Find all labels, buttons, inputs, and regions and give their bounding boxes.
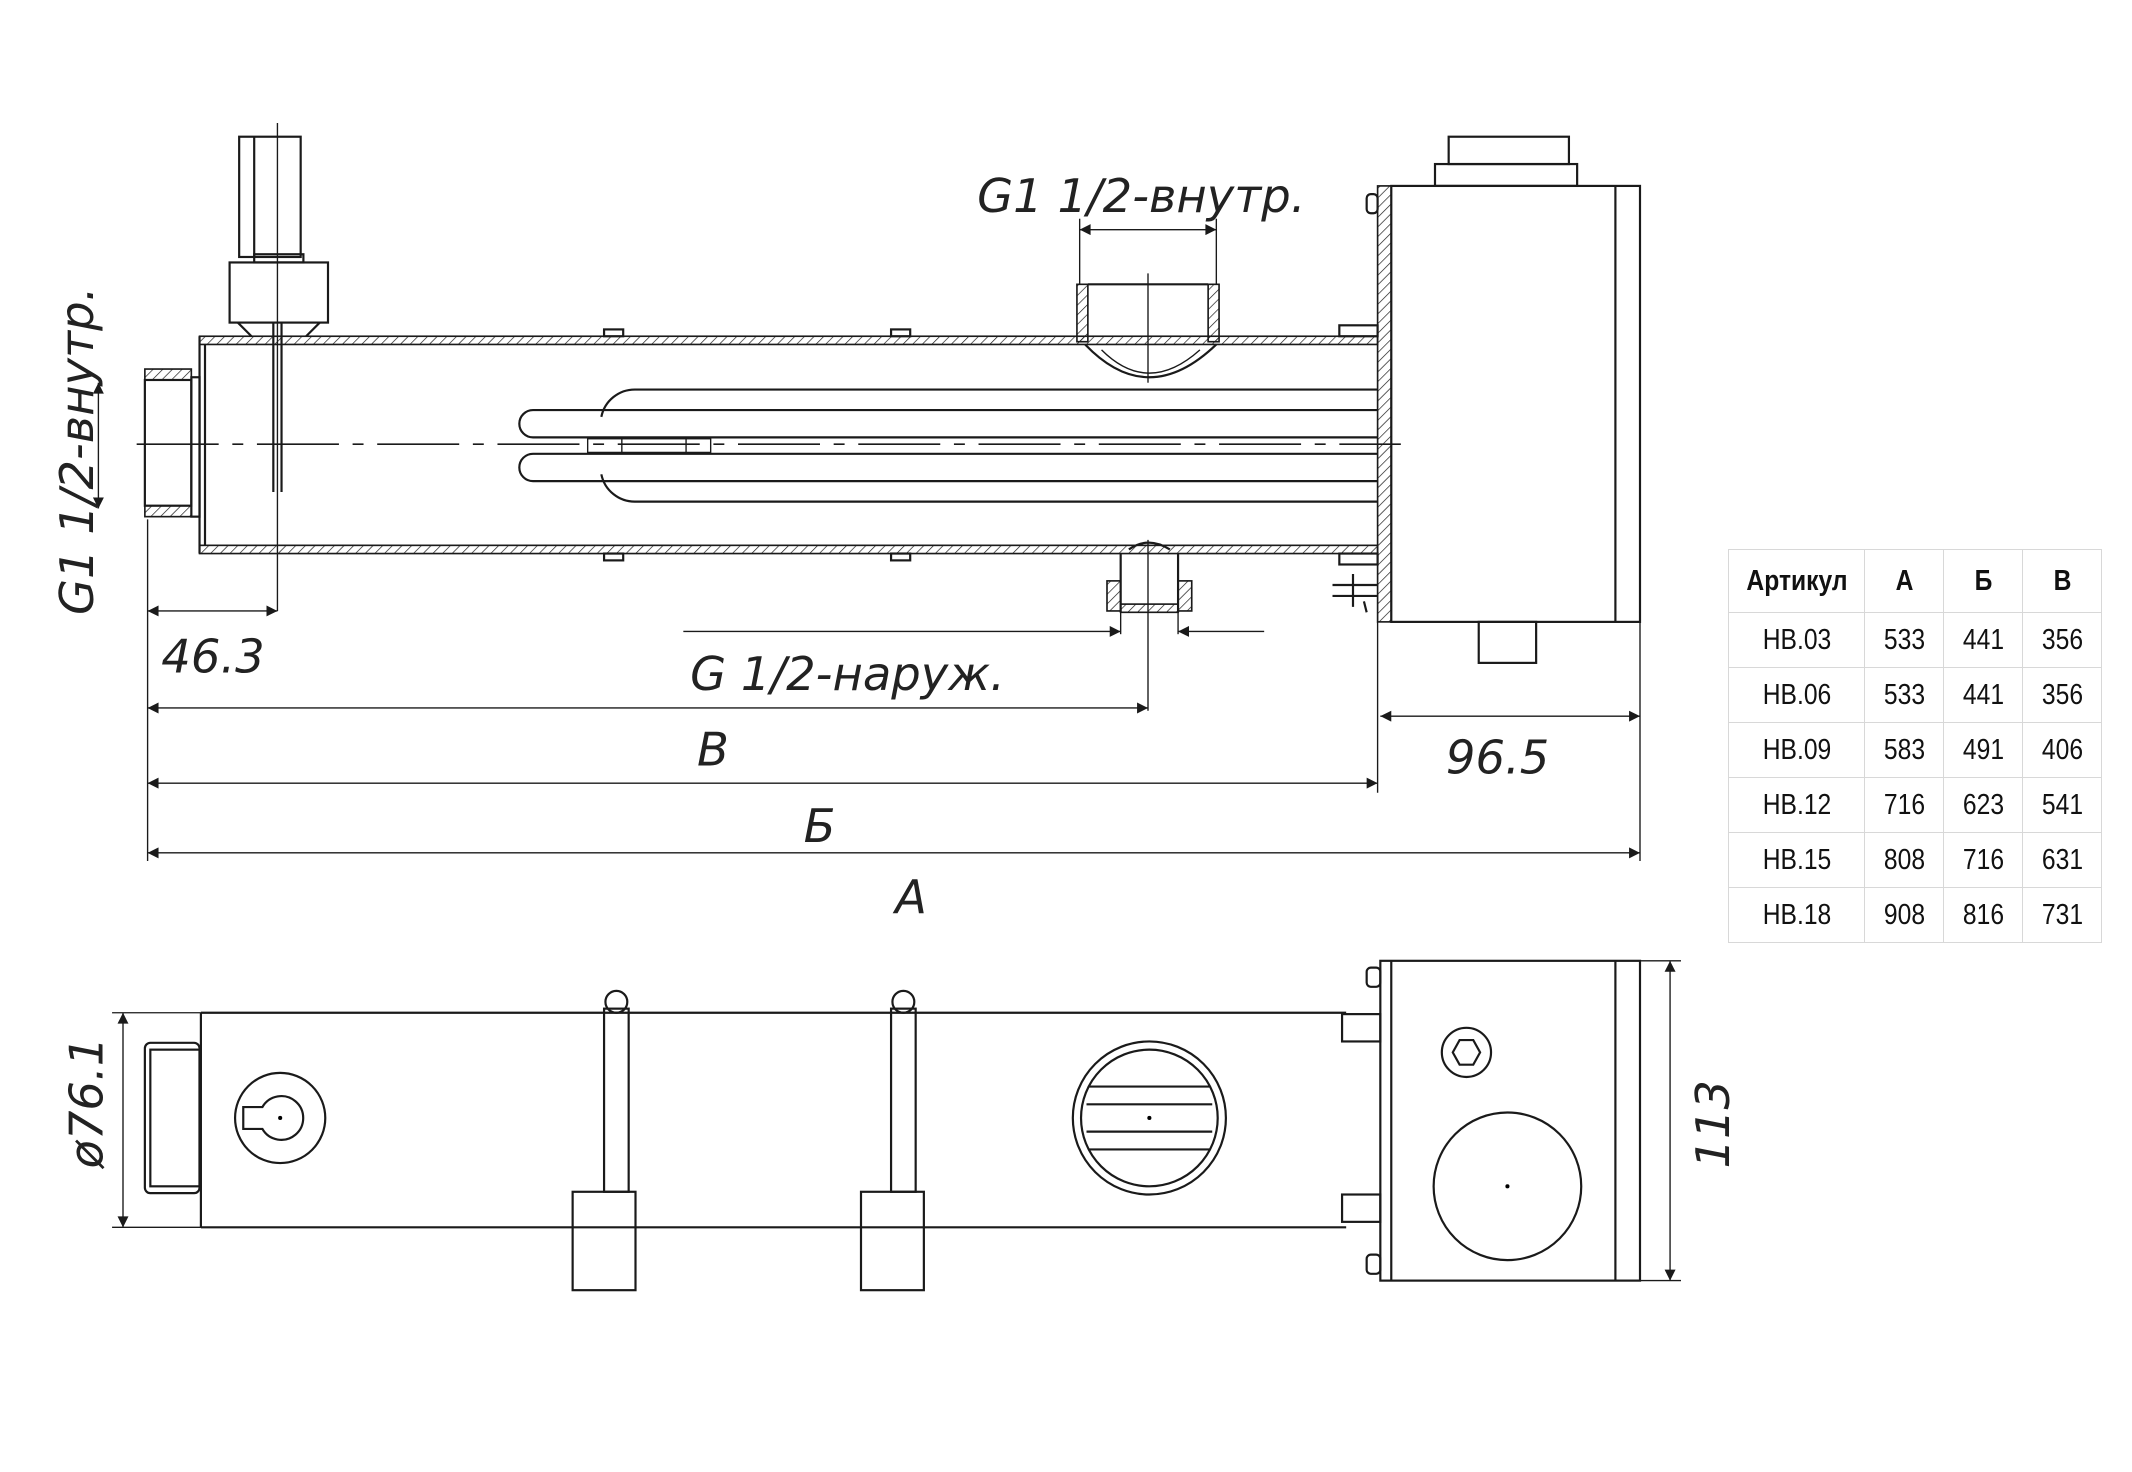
label-thread-top: G1 1/2-внутр. [977, 169, 1305, 223]
cell: 356 [2028, 612, 2096, 668]
cell: 716 [1949, 832, 2017, 888]
cell: 623 [1949, 777, 2017, 833]
cell: 908 [1870, 887, 1938, 943]
cell: 808 [1870, 832, 1938, 888]
label-diameter: ø76.1 [59, 1037, 113, 1170]
dimensions: G1 1/2-внутр. G1 1/2-внутр. 46.3 G 1/2-н… [50, 169, 1641, 924]
cell: 583 [1870, 722, 1938, 778]
label-dim-v: В [697, 722, 729, 776]
header-v: В [2028, 549, 2096, 613]
heating-element [518, 388, 1378, 503]
table-header-row: Артикул А Б В [1729, 549, 2102, 613]
label-thread-left: G1 1/2-внутр. [50, 287, 104, 615]
drain-fitting-bottom [1106, 539, 1193, 711]
label-dim-96-5: 96.5 [1446, 731, 1549, 785]
cell: 406 [2028, 722, 2096, 778]
cell: 533 [1870, 667, 1938, 723]
cell: HB.15 [1738, 832, 1855, 888]
cell: HB.03 [1738, 612, 1855, 668]
cell: 731 [2028, 887, 2096, 943]
cell: 631 [2028, 832, 2096, 888]
temperature-sensor [228, 123, 330, 611]
terminal-box [1332, 135, 1642, 664]
label-dim-a: А [892, 870, 927, 924]
cell: 441 [1949, 612, 2017, 668]
cell: 816 [1949, 887, 2017, 943]
tube-wall-top [198, 335, 1379, 346]
cell: HB.06 [1738, 667, 1855, 723]
mounting-bracket [859, 989, 925, 1292]
cell: HB.18 [1738, 887, 1855, 943]
header-a: А [1870, 549, 1938, 613]
outlet-port [1071, 1040, 1227, 1196]
label-dim-b: Б [804, 799, 836, 853]
header-b: Б [1949, 549, 2017, 613]
cell: HB.12 [1738, 777, 1855, 833]
tube-wall-bottom [198, 544, 1379, 555]
sensor-port [233, 1071, 327, 1165]
cell: 356 [2028, 667, 2096, 723]
cell: 716 [1870, 777, 1938, 833]
label-dim-46-3: 46.3 [161, 629, 264, 683]
cell: 533 [1870, 612, 1938, 668]
plan-view: ø76.1 113 [59, 959, 1740, 1292]
mounting-bracket [571, 989, 637, 1292]
cell: HB.09 [1738, 722, 1855, 778]
cell: 441 [1949, 667, 2017, 723]
header-article: Артикул [1738, 549, 1855, 613]
inlet-fitting-left [143, 368, 201, 518]
outlet-fitting-top [1076, 273, 1220, 383]
cell: 541 [2028, 777, 2096, 833]
side-view [136, 123, 1642, 711]
label-dim-113: 113 [1686, 1080, 1740, 1169]
label-thread-bottom: G 1/2-наруж. [690, 647, 1005, 701]
cell: 491 [1949, 722, 2017, 778]
terminal-box-plan [1340, 959, 1642, 1282]
